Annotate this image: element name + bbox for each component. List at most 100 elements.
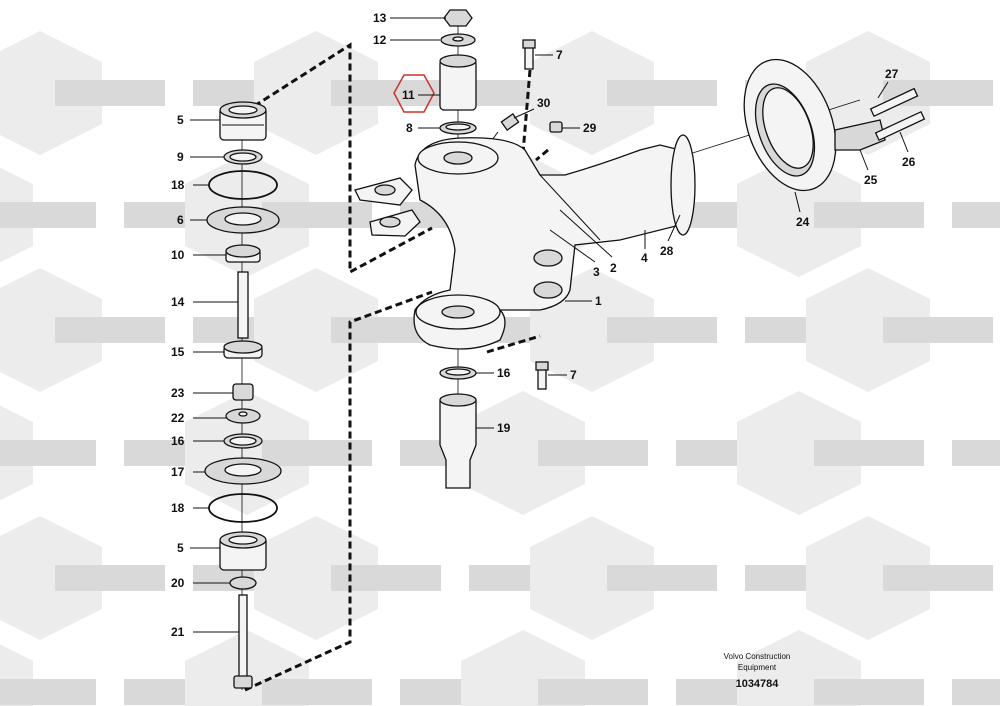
watermark-bar: [607, 565, 717, 591]
watermark-hexagon: [530, 516, 654, 640]
callout-18b: 18: [171, 501, 185, 515]
callout-30: 30: [537, 96, 551, 110]
callout-7b: 7: [570, 368, 577, 382]
nut-13: [443, 9, 473, 27]
watermark-bar: [331, 565, 441, 591]
callout-5: 5: [177, 113, 184, 127]
plug-29: [549, 121, 563, 133]
axle-housing: [354, 134, 696, 350]
watermark-hexagon: [254, 268, 378, 392]
callout-17: 17: [171, 465, 185, 479]
callout-3: 3: [593, 265, 600, 279]
bearing-5-bottom: [219, 531, 267, 571]
pin-11: [439, 54, 477, 111]
stud-14: [237, 271, 249, 339]
callout-27: 27: [885, 67, 899, 81]
watermark-hexagon: [737, 153, 861, 277]
nut-23: [232, 383, 254, 401]
watermark-bar: [331, 80, 441, 106]
watermark-bar: [55, 565, 165, 591]
bolt-21: [233, 594, 253, 689]
watermark-hexagon: [461, 391, 585, 515]
watermark-bar: [607, 80, 717, 106]
right-parts: [743, 58, 926, 192]
bolt-26: [874, 110, 926, 142]
callout-8: 8: [406, 121, 413, 135]
watermark-hexagon: [737, 391, 861, 515]
ring-gear-24: [743, 58, 837, 192]
kingpin-19: [439, 393, 477, 489]
watermark-hexagon: [185, 391, 309, 515]
watermark-bar: [55, 317, 165, 343]
watermark-bar: [538, 440, 648, 466]
callout-18: 18: [171, 178, 185, 192]
bolt-27: [869, 87, 919, 118]
callout-28: 28: [660, 244, 674, 258]
watermark-bar: [814, 440, 924, 466]
callout-25: 25: [864, 173, 878, 187]
watermark-bar: [883, 565, 993, 591]
maker-line-1: Volvo Construction: [724, 652, 791, 661]
watermark-bar: [814, 202, 924, 228]
bearing-5-top: [219, 101, 267, 141]
watermark-bar: [0, 202, 96, 228]
callout-19: 19: [497, 421, 511, 435]
watermark-bar: [538, 679, 648, 705]
watermark-bar: [952, 440, 1000, 466]
left-stack: [204, 101, 282, 689]
callout-24: 24: [796, 215, 810, 229]
watermark-bar: [952, 202, 1000, 228]
watermark-hexagon: [806, 516, 930, 640]
callout-14: 14: [171, 295, 185, 309]
callout-1: 1: [595, 294, 602, 308]
callout-16b: 16: [497, 366, 511, 380]
watermark-bar: [262, 202, 372, 228]
callout-16: 16: [171, 434, 185, 448]
callout-labels: 13 12 7 11 30 8 29 27 5 9 18 6 10 14 15 …: [171, 11, 916, 639]
assembly-dashed-lines: [244, 42, 549, 692]
callout-20: 20: [171, 576, 185, 590]
callout-23: 23: [171, 386, 185, 400]
watermark-bar: [55, 80, 165, 106]
callout-13: 13: [373, 11, 387, 25]
callout-26: 26: [902, 155, 916, 169]
callout-9: 9: [177, 150, 184, 164]
watermark-bar: [262, 679, 372, 705]
callout-5b: 5: [177, 541, 184, 555]
watermark-bar: [262, 440, 372, 466]
bolt-7-top: [522, 39, 536, 70]
callout-6: 6: [177, 213, 184, 227]
callout-11: 11: [402, 88, 415, 102]
maker-line-2: Equipment: [738, 663, 777, 672]
bolt-7-bottom: [535, 361, 549, 390]
watermark-bar: [607, 317, 717, 343]
watermark-hexagon: [0, 268, 102, 392]
watermark-bar: [952, 679, 1000, 705]
watermark-hexagon: [806, 268, 930, 392]
watermark-hexagon: [254, 516, 378, 640]
callout-12: 12: [373, 33, 387, 47]
highlight-hexagon: [393, 74, 435, 113]
bracket-25: [834, 119, 886, 151]
washer-15: [223, 340, 263, 359]
callout-21: 21: [171, 625, 185, 639]
watermark-bar: [0, 440, 96, 466]
callout-7: 7: [556, 48, 563, 62]
washer-20: [229, 576, 257, 590]
drawing-number: 1034784: [736, 678, 780, 690]
ring-10: [225, 244, 261, 263]
watermark-hexagon: [0, 516, 102, 640]
watermark-bar: [814, 679, 924, 705]
lower-parts: [439, 361, 549, 489]
callout-10: 10: [171, 248, 185, 262]
callout-2: 2: [610, 261, 617, 275]
callout-22: 22: [171, 411, 185, 425]
watermark-bar: [0, 679, 96, 705]
watermark-bar: [883, 317, 993, 343]
leader-lines: [190, 17, 909, 633]
callout-4: 4: [641, 251, 648, 265]
callout-15: 15: [171, 345, 185, 359]
watermark-hexagon: [254, 31, 378, 155]
watermark-hexagon: [0, 31, 102, 155]
